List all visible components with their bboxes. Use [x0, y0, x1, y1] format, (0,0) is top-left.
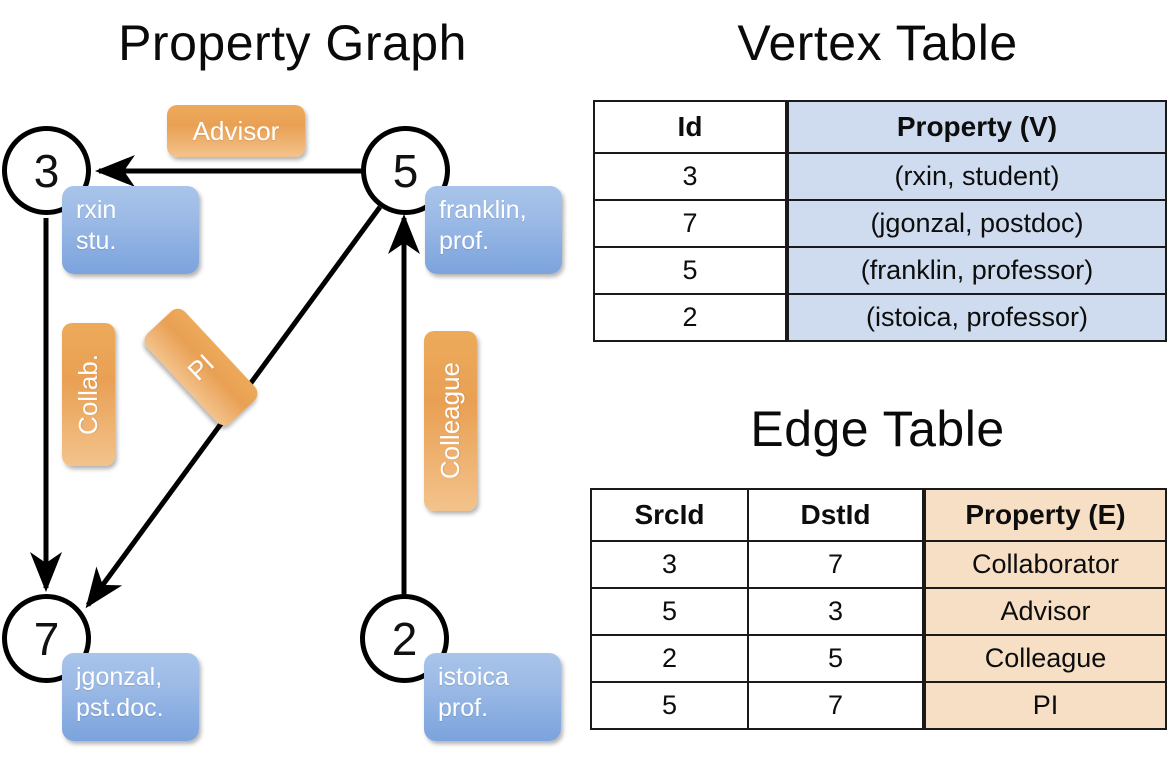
node-property-line2-5: prof. [439, 227, 490, 256]
edge-row-0-property: Collaborator [922, 540, 1167, 589]
vertex-row-2-id: 5 [593, 246, 788, 295]
edge-row-2-property: Colleague [922, 634, 1167, 683]
table-row[interactable]: 3 (rxin, student) [593, 152, 1167, 201]
vertex-table: Id Property (V) 3 (rxin, student) 7 (jgo… [593, 100, 1167, 342]
node-property-box-7[interactable]: jgonzal, pst.doc. [62, 653, 199, 741]
vertex-table-header-property: Property (V) [785, 100, 1167, 154]
table-row[interactable]: 5 3 Advisor [590, 587, 1167, 636]
node-property-line1-3: rxin [76, 196, 117, 224]
vertex-row-0-property: (rxin, student) [785, 152, 1167, 201]
edge-row-3-dst: 7 [747, 681, 925, 730]
node-property-box-5[interactable]: franklin, prof. [425, 186, 562, 274]
node-property-line2-7: pst.doc. [76, 694, 164, 723]
node-property-line2-2: prof. [438, 694, 489, 723]
table-row[interactable]: 3 7 Collaborator [590, 540, 1167, 589]
vertex-table-header-row: Id Property (V) [593, 100, 1167, 154]
edge-row-0-src: 3 [590, 540, 749, 589]
graph-node-5[interactable]: 5 [361, 126, 450, 215]
node-property-box-2[interactable]: istoica prof. [424, 653, 561, 741]
vertex-row-1-id: 7 [593, 199, 788, 248]
vertex-row-1-property: (jgonzal, postdoc) [785, 199, 1167, 248]
edge-label-advisor[interactable]: Advisor [167, 105, 305, 157]
table-row[interactable]: 2 (istoica, professor) [593, 293, 1167, 342]
property-graph-diagram: 3 5 7 2 rxin stu. franklin, prof. jgonza… [2, 105, 562, 741]
edge-row-1-dst: 3 [747, 587, 925, 636]
vertex-row-2-property: (franklin, professor) [785, 246, 1167, 295]
edge-table-header-srcid: SrcId [590, 488, 749, 542]
node-property-line1-7: jgonzal, [76, 663, 163, 691]
edge-row-2-dst: 5 [747, 634, 925, 683]
edge-label-collaborator-text: Collab. [73, 354, 103, 435]
edge-label-pi-text: PI [181, 347, 220, 386]
edge-row-2-src: 2 [590, 634, 749, 683]
edge-row-1-src: 5 [590, 587, 749, 636]
edge-row-3-property: PI [922, 681, 1167, 730]
page-title-property-graph: Property Graph [118, 15, 467, 71]
vertex-row-3-id: 2 [593, 293, 788, 342]
edge-row-3-src: 5 [590, 681, 749, 730]
edge-table-header-property: Property (E) [922, 488, 1167, 542]
edge-label-advisor-text: Advisor [192, 115, 280, 146]
node-property-line1-5: franklin, [439, 196, 527, 224]
table-row[interactable]: 5 (franklin, professor) [593, 246, 1167, 295]
edge-label-colleague[interactable]: Colleague [424, 331, 477, 511]
edge-row-1-property: Advisor [922, 587, 1167, 636]
page-title-edge-table: Edge Table [750, 401, 1005, 457]
graph-node-2[interactable]: 2 [360, 594, 449, 683]
node-property-line1-2: istoica [438, 663, 509, 691]
node-property-box-3[interactable]: rxin stu. [62, 186, 199, 274]
table-row[interactable]: 7 (jgonzal, postdoc) [593, 199, 1167, 248]
edge-label-colleague-text: Colleague [435, 362, 465, 480]
edge-table-header-dstid: DstId [747, 488, 925, 542]
edge-table: SrcId DstId Property (E) 3 7 Collaborato… [590, 488, 1167, 730]
edge-row-0-dst: 7 [747, 540, 925, 589]
vertex-row-3-property: (istoica, professor) [785, 293, 1167, 342]
table-row[interactable]: 5 7 PI [590, 681, 1167, 730]
vertex-table-header-id: Id [593, 100, 788, 154]
node-property-line2-3: stu. [76, 227, 117, 256]
vertex-row-0-id: 3 [593, 152, 788, 201]
table-row[interactable]: 2 5 Colleague [590, 634, 1167, 683]
edge-table-header-row: SrcId DstId Property (E) [590, 488, 1167, 542]
edge-label-collaborator[interactable]: Collab. [62, 323, 115, 466]
page-title-vertex-table: Vertex Table [737, 15, 1018, 71]
